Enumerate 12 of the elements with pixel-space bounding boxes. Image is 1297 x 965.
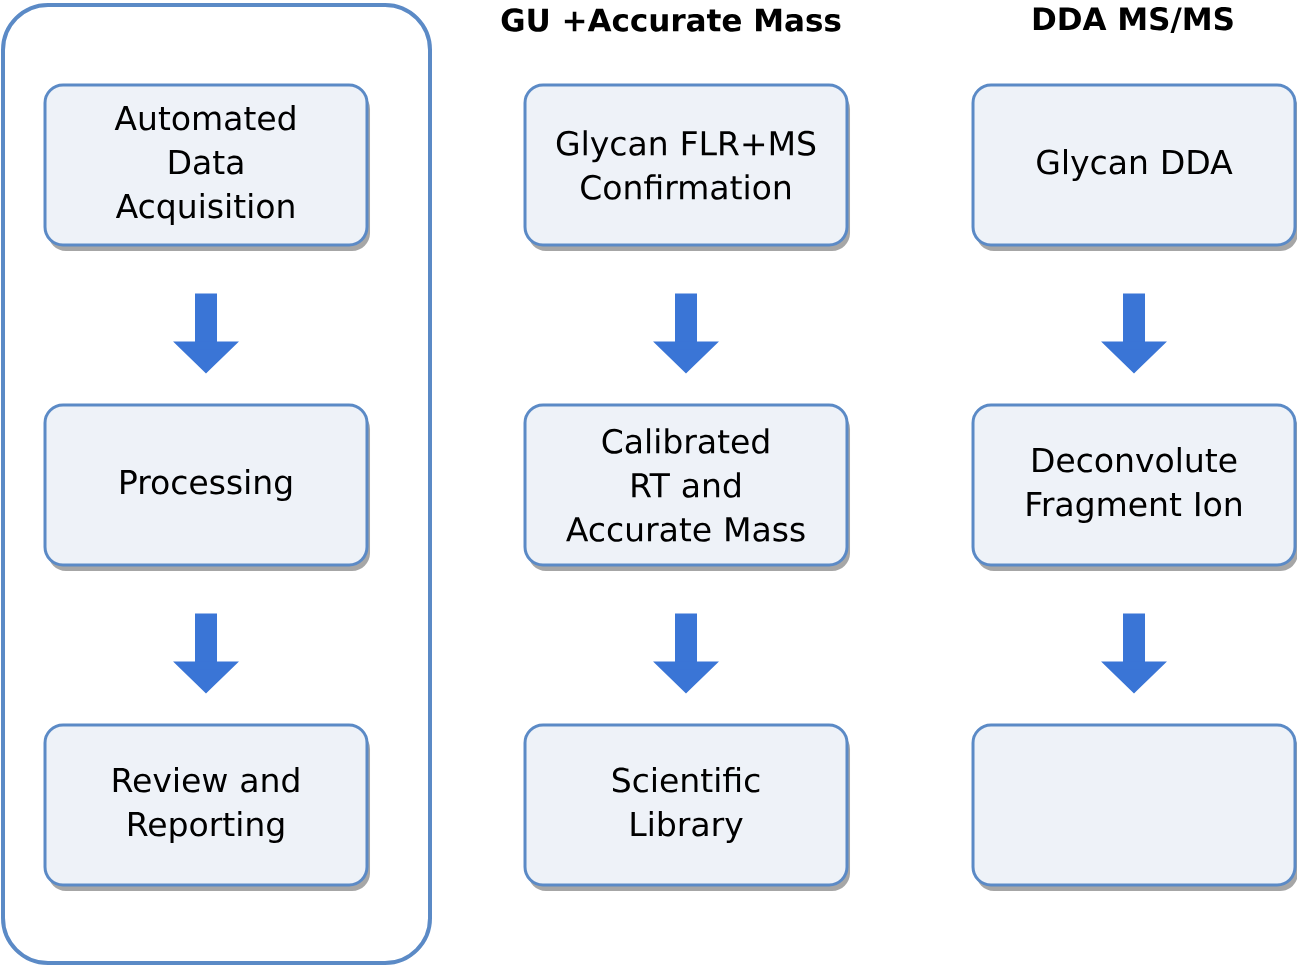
process-box: Automated Data Acquisition	[43, 83, 370, 251]
process-box: Scientific Library	[523, 723, 850, 891]
process-box	[971, 723, 1297, 891]
process-box: Calibrated RT and Accurate Mass	[523, 403, 850, 571]
column-heading: DDA MS/MS	[1033, 7, 1233, 33]
process-box: Deconvolute Fragment Ion	[971, 403, 1297, 571]
process-box: Processing	[43, 403, 370, 571]
process-box: Glycan FLR+MS Confirmation	[523, 83, 850, 251]
process-box: Review and Reporting	[43, 723, 370, 891]
column-heading: GU +Accurate Mass	[501, 8, 841, 32]
process-box: Glycan DDA	[971, 83, 1297, 251]
group-frame	[1, 3, 432, 965]
